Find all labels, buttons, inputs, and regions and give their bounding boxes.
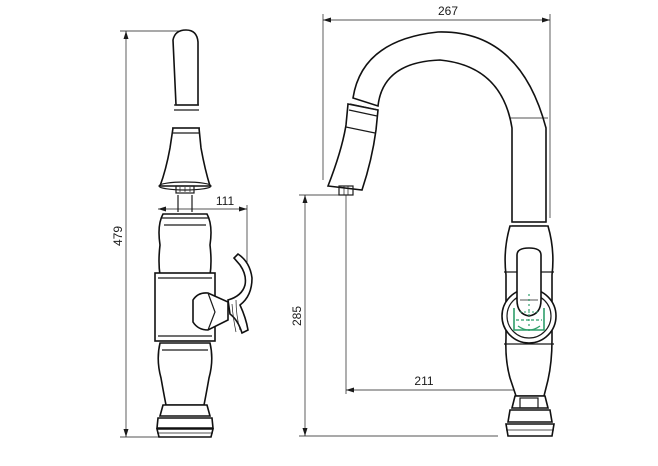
side-body — [154, 195, 216, 438]
width-dimension: 267 — [322, 4, 551, 218]
outlet-height-dimension: 285 — [290, 194, 498, 437]
side-handle — [192, 252, 253, 335]
flow-indicator-icon — [513, 294, 545, 332]
front-view: 267 285 211 — [290, 4, 557, 437]
dimension-label-handle-reach: 111 — [216, 194, 235, 208]
front-spout — [326, 31, 548, 223]
spout-reach-dimension: 211 — [345, 195, 526, 394]
side-spout — [158, 29, 212, 194]
handle-reach-dimension: 111 — [158, 194, 248, 265]
side-view: 479 111 — [111, 29, 253, 438]
dimension-label-spout-reach: 211 — [414, 374, 433, 388]
height-dimension: 479 — [111, 30, 180, 438]
dimension-label-total-width: 267 — [438, 4, 458, 18]
dimension-label-outlet-height: 285 — [290, 306, 304, 326]
dimension-label-total-height: 479 — [111, 226, 125, 246]
